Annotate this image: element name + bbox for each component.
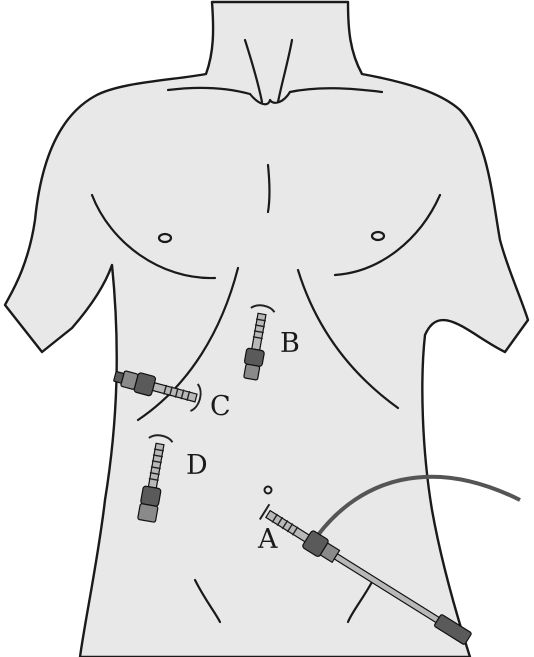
label-port-d: D <box>186 450 208 481</box>
label-port-b: B <box>280 328 300 359</box>
label-port-c: C <box>210 391 231 422</box>
torso-silhouette <box>5 2 528 657</box>
label-port-a: A <box>257 524 278 555</box>
